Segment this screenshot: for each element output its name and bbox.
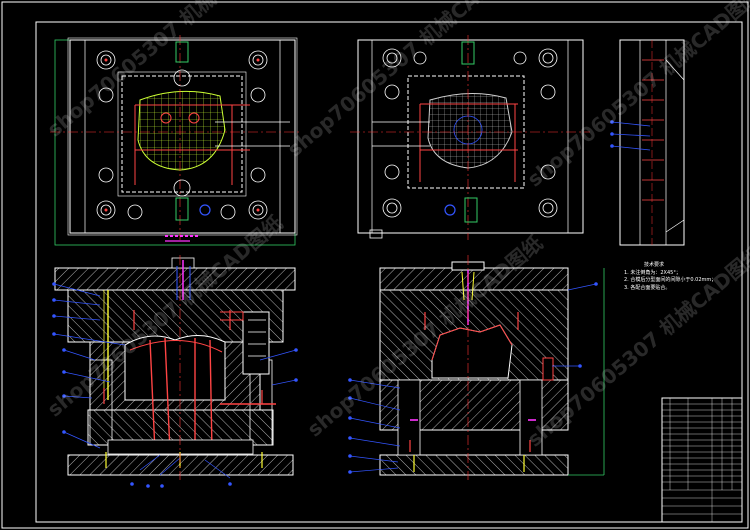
tech-requirement-item: 1. 未注倒角为：2X45°； [624, 269, 681, 276]
parts-list-table [661, 397, 743, 523]
tech-requirements: 技术要求 1. 未注倒角为：2X45°； 2. 合模后分型面间的间隙小于0.02… [624, 262, 716, 292]
tech-requirement-item: 2. 合模后分型面间的间隙小于0.02mm； [624, 277, 717, 283]
side-view [610, 39, 685, 246]
inner-border [35, 21, 743, 523]
top-view-core [50, 35, 300, 246]
section-view-right [348, 255, 605, 480]
tech-requirement-item: 3. 各配合面要贴合。 [624, 284, 671, 291]
top-view-cavity [350, 35, 590, 240]
part-mesh-core [137, 90, 226, 171]
section-view-left [52, 255, 298, 488]
tech-requirements-heading: 技术要求 [644, 262, 665, 268]
part-mesh-cavity [427, 92, 513, 169]
